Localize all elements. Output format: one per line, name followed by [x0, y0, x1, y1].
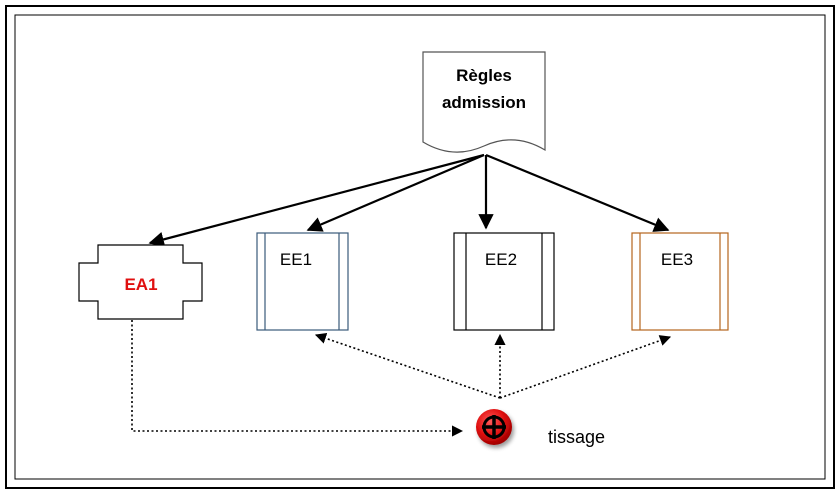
- arrow-to-ee3: [485, 153, 670, 232]
- weave-to-ee3: [499, 335, 672, 399]
- document-shape: [422, 51, 546, 153]
- rule-arrows: [148, 153, 670, 247]
- rules-document-line2: admission: [442, 93, 526, 112]
- node-ee1: EE1: [256, 232, 349, 331]
- inner-frame: [14, 14, 826, 480]
- ea1-shape: [78, 244, 203, 320]
- weave-from-ea1: [131, 320, 464, 437]
- weaving-arrows: [131, 320, 672, 437]
- weave-to-ee1: [314, 332, 501, 399]
- node-ee3: EE3: [631, 232, 729, 331]
- ee3-label: EE3: [661, 250, 693, 269]
- ee3-box: [631, 232, 729, 331]
- ee1-box: [256, 232, 349, 331]
- weaving-label: tissage: [548, 427, 605, 447]
- ee1-label: EE1: [280, 250, 312, 269]
- ee2-label: EE2: [485, 250, 517, 269]
- arrow-to-ee1: [306, 153, 485, 232]
- ee2-box: [453, 232, 555, 331]
- ea1-label: EA1: [124, 275, 157, 294]
- rules-document: Règles admission: [422, 51, 546, 153]
- node-ea1: EA1: [78, 244, 203, 320]
- node-ee2: EE2: [453, 232, 555, 331]
- weaving-operator-icon: [476, 409, 512, 445]
- arrow-to-ea1: [148, 153, 485, 247]
- rules-document-line1: Règles: [456, 66, 512, 85]
